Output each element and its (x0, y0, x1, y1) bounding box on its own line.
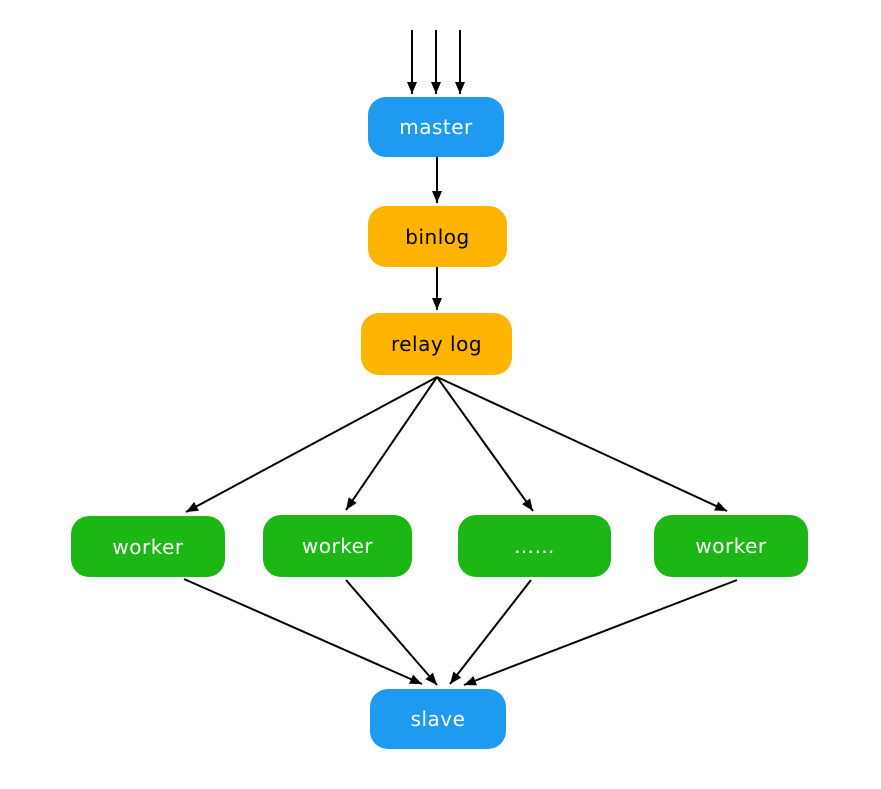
arrow-worker-4-to-slave (463, 579, 738, 686)
node-binlog: binlog (368, 206, 507, 267)
node-relay-log: relay log (361, 313, 512, 375)
node-slave: slave (370, 689, 506, 749)
arrow-relaylog-to-worker-2 (345, 376, 438, 511)
node-worker-2: worker (263, 515, 412, 577)
arrow-relaylog-to-worker-4 (436, 376, 728, 512)
node-worker-1: worker (71, 516, 225, 577)
arrow-worker-ellipsis-to-slave (449, 579, 532, 685)
arrow-relaylog-to-worker-ellipsis (436, 376, 534, 512)
arrow-worker-1-to-slave (183, 578, 423, 685)
node-master: master (368, 97, 504, 157)
node-worker-4: worker (654, 515, 808, 577)
arrow-relaylog-to-worker-1 (185, 376, 438, 513)
node-worker-ellipsis: …… (458, 515, 611, 577)
arrow-worker-2-to-slave (345, 579, 438, 686)
